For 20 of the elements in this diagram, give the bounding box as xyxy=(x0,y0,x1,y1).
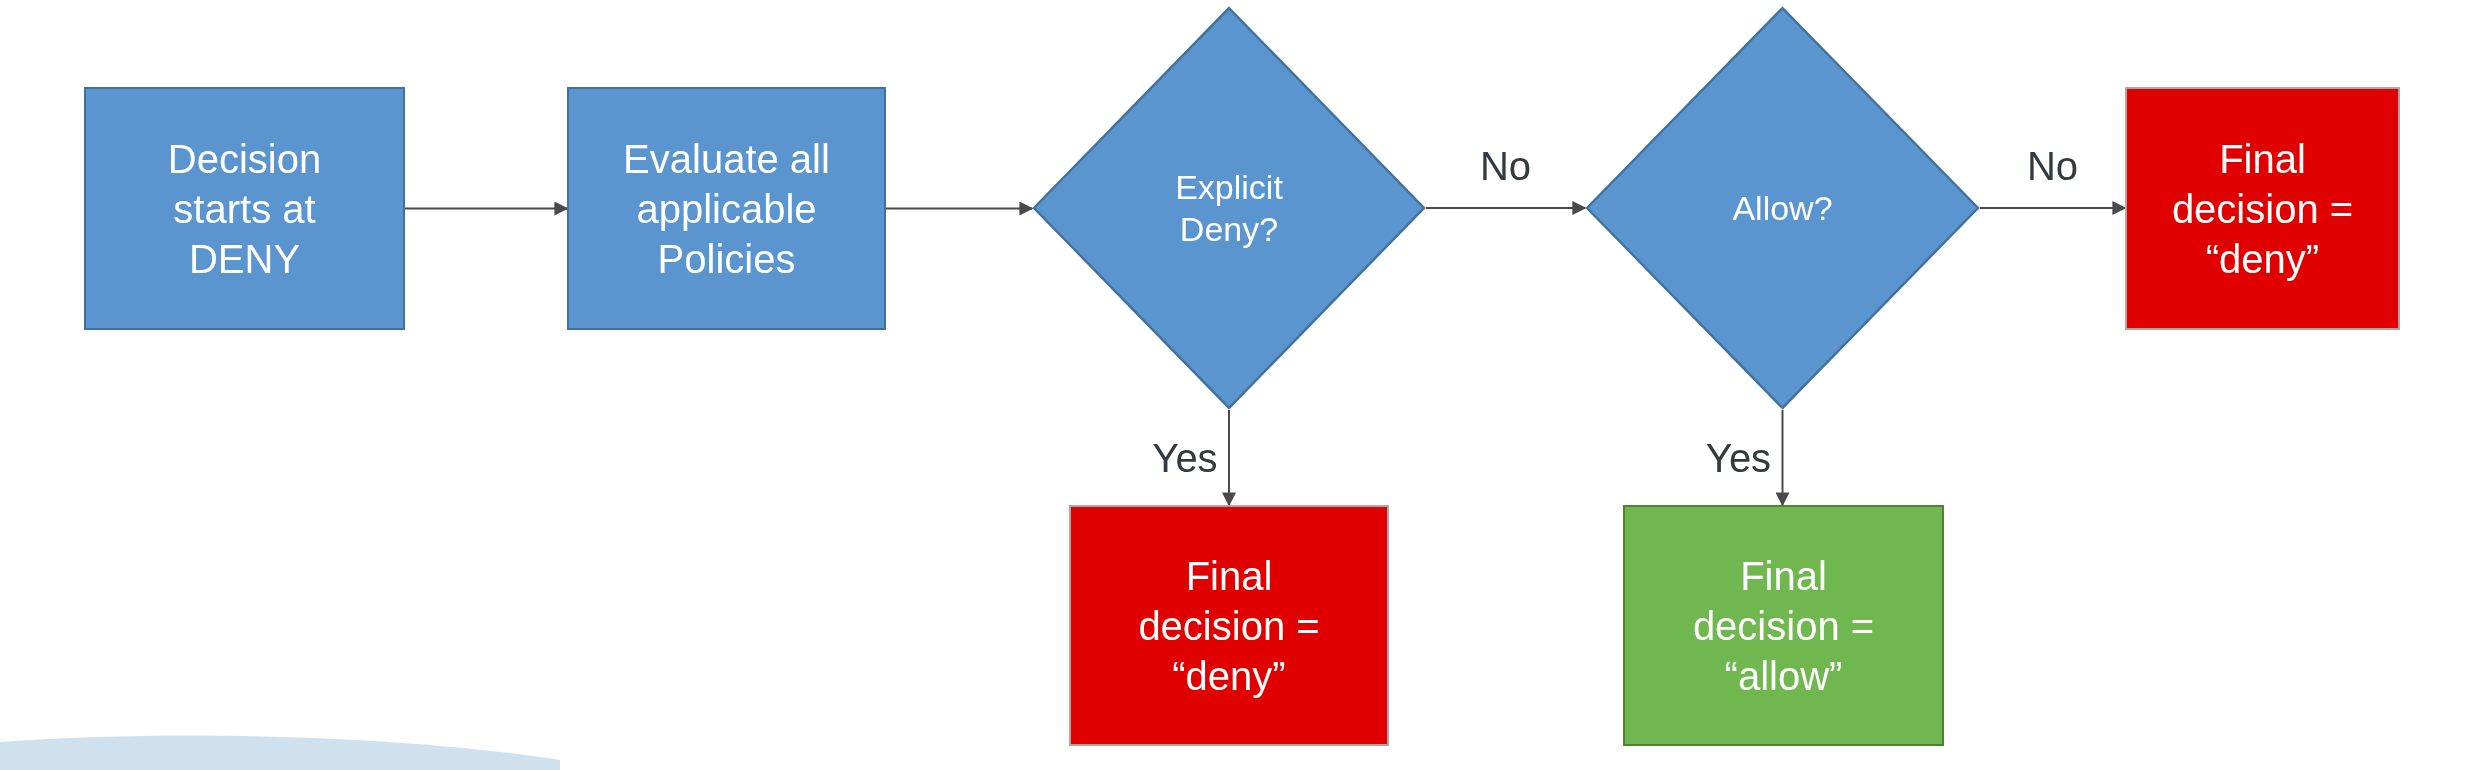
arrow xyxy=(1222,409,1236,507)
node-label: Final decision = “allow” xyxy=(1691,552,1876,700)
arrow xyxy=(404,201,569,216)
node-label: Decision starts at DENY xyxy=(166,135,323,283)
node-label: Explicit Deny? xyxy=(1174,166,1284,250)
arrow xyxy=(1775,409,1790,507)
process-box xyxy=(84,87,405,330)
decision-diamond xyxy=(1032,6,1426,410)
process-box xyxy=(2125,87,2400,330)
arrow xyxy=(885,201,1034,216)
arrow xyxy=(1979,201,2127,215)
arrow xyxy=(1425,201,1587,215)
node-label: Evaluate all applicable Policies xyxy=(622,135,831,283)
process-box xyxy=(567,87,886,330)
process-box xyxy=(1069,505,1389,746)
node-label: Allow? xyxy=(1732,187,1833,229)
process-box xyxy=(1623,505,1944,746)
node-label: Final decision = “deny” xyxy=(1137,552,1321,700)
node-label: Final decision = “deny” xyxy=(2170,135,2355,283)
decision-diamond xyxy=(1585,6,1980,410)
